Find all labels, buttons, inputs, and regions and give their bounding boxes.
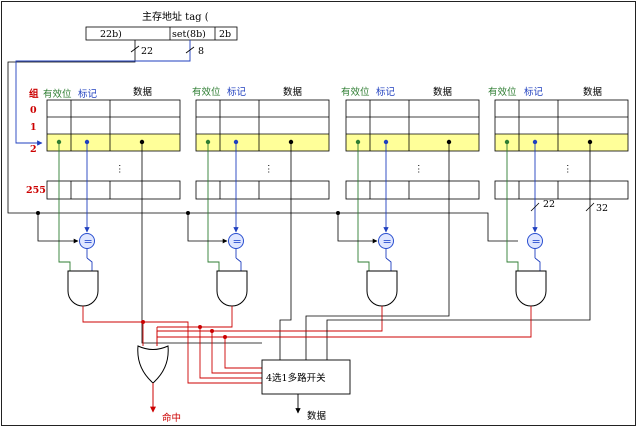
hit-select-wires xyxy=(142,321,262,384)
valid-header: 有效位 xyxy=(43,88,72,100)
address-title: 主存地址 tag ( xyxy=(142,10,209,23)
row-labels: 组 0 1 2 255 xyxy=(26,88,46,196)
set-width-label: 8 xyxy=(198,46,204,57)
and-gate xyxy=(67,270,99,307)
junction-dots xyxy=(141,320,227,339)
or-gate xyxy=(137,345,169,384)
hit-label: 命中 xyxy=(162,412,181,424)
valid-header: 有效位 xyxy=(488,86,517,98)
way-2: 有效位 标记 数据 ⋮ = xyxy=(157,86,330,362)
tag-header: 标记 xyxy=(524,86,544,98)
comparator-symbol: = xyxy=(383,235,392,248)
set-bus xyxy=(15,40,191,146)
way-1: 有效位 标记 数据 ⋮ = xyxy=(36,86,262,344)
mux-4to1 xyxy=(261,359,351,395)
row-label-2: 2 xyxy=(30,144,37,155)
row-label-255: 255 xyxy=(26,185,46,196)
data-header: 数据 xyxy=(283,86,303,98)
data-out-label: 数据 xyxy=(307,410,327,422)
offset-field-label: 2b xyxy=(219,29,231,40)
tag-bus-width-label: 22 xyxy=(543,199,555,210)
mux-label: 4选1多路开关 xyxy=(266,372,326,384)
ellipsis: ⋮ xyxy=(264,164,274,175)
data-header: 数据 xyxy=(433,86,453,98)
set-width-slash xyxy=(185,46,195,54)
comparator-symbol: = xyxy=(84,235,93,248)
ellipsis: ⋮ xyxy=(563,164,573,175)
way-3: 有效位 标记 数据 ⋮ = xyxy=(157,86,480,362)
valid-header: 有效位 xyxy=(192,86,221,98)
tag-field-label: 22b) xyxy=(100,29,122,40)
valid-header: 有效位 xyxy=(341,86,370,98)
comparator-symbol: = xyxy=(532,235,541,248)
tag-header: 标记 xyxy=(227,86,247,98)
data-header: 数据 xyxy=(133,86,153,98)
tag-width-label: 22 xyxy=(141,46,153,57)
group-header: 组 xyxy=(29,88,39,100)
ellipsis: ⋮ xyxy=(115,164,125,175)
address-register: 22b) set(8b) 2b xyxy=(85,26,238,41)
and-gate xyxy=(216,270,248,307)
and-gate xyxy=(366,270,398,307)
tag-header: 标记 xyxy=(376,86,396,98)
tag-bus xyxy=(7,40,518,242)
way-4: 有效位 标记 数据 ⋮ 22 32 = xyxy=(157,86,629,362)
data-bus-width-label: 32 xyxy=(596,203,608,214)
set-field-label: set(8b) xyxy=(172,29,206,40)
and-gate xyxy=(515,270,547,307)
comparator-symbol: = xyxy=(233,235,242,248)
ellipsis: ⋮ xyxy=(414,164,424,175)
row-label-1: 1 xyxy=(30,122,37,133)
row-label-0: 0 xyxy=(30,105,37,116)
tag-header: 标记 xyxy=(78,88,98,100)
data-header: 数据 xyxy=(583,86,603,98)
